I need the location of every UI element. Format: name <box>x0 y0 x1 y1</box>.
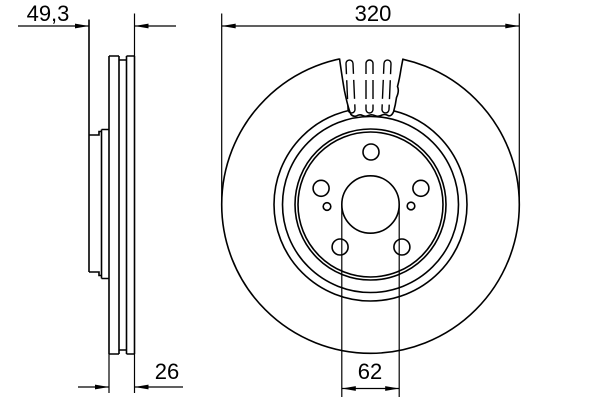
center-bore-circle <box>340 175 400 235</box>
pin-hole <box>322 201 332 212</box>
bolt-hole <box>412 179 430 198</box>
bolt-hole <box>331 238 349 256</box>
arrowhead <box>221 23 236 29</box>
dimension-label-outer-diameter: 320 <box>355 1 392 26</box>
dimension-label-center-bore: 62 <box>358 359 382 384</box>
hub-face-outer-circle <box>294 128 447 281</box>
bolt-hole <box>393 238 411 256</box>
breakout-section-fill <box>339 47 403 117</box>
hat-step-circle <box>281 115 460 294</box>
pin-hole <box>406 201 416 211</box>
bolt-hole <box>312 179 330 198</box>
arrowhead <box>134 384 149 390</box>
friction-ring-outline <box>108 55 136 355</box>
hat-edge-circle <box>273 107 468 302</box>
dimension-thickness: 26 <box>78 354 183 393</box>
vent-slot-left <box>345 59 356 114</box>
arrowhead <box>95 384 109 390</box>
side-view <box>88 19 136 355</box>
arrowhead <box>385 386 400 391</box>
arrowhead <box>341 386 356 391</box>
bolt-hole <box>362 143 380 161</box>
dimension-center-bore: 62 <box>341 205 400 397</box>
arrowhead <box>75 23 89 29</box>
dimension-total-width: 49,3 <box>18 1 176 56</box>
front-view <box>220 47 521 355</box>
vent-slot-right <box>381 59 392 114</box>
dimension-label-total-width: 49,3 <box>27 1 70 26</box>
dimension-outer-diameter: 320 <box>221 1 520 205</box>
hub-face-inner-circle <box>297 131 444 278</box>
arrowhead <box>134 23 149 29</box>
dimension-label-thickness: 26 <box>155 359 179 384</box>
arrowhead <box>505 23 520 29</box>
hat-outline <box>89 128 109 280</box>
vent-slot-middle <box>365 59 374 114</box>
